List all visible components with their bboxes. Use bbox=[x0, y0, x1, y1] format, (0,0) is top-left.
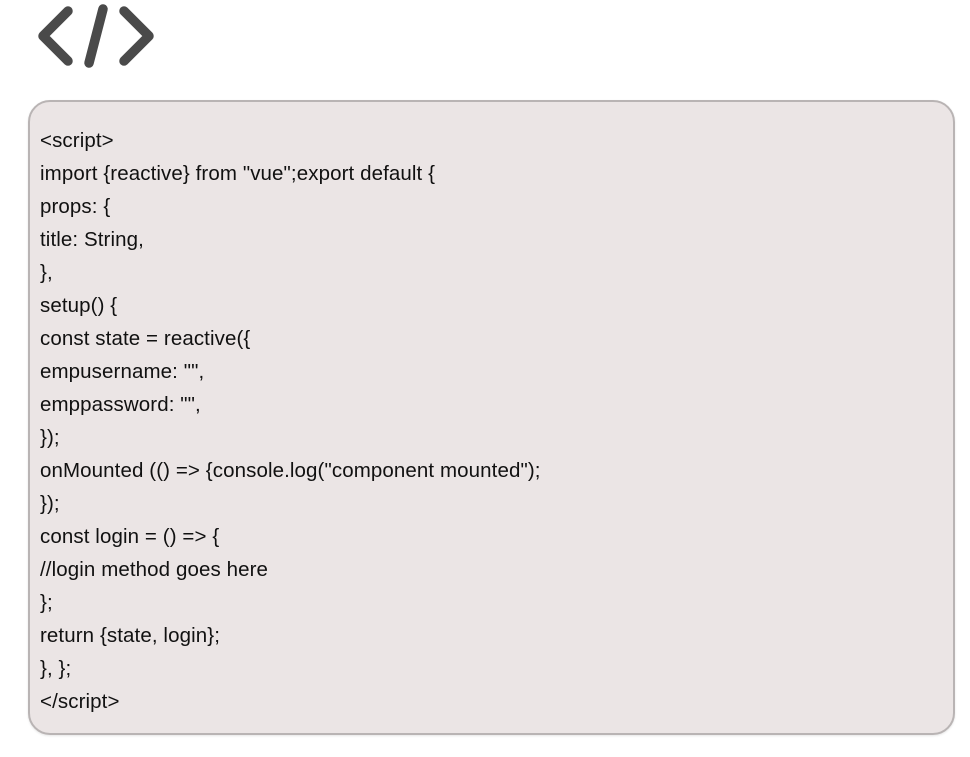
left-angle-bracket-icon bbox=[38, 6, 73, 66]
code-line: props: { bbox=[40, 195, 111, 218]
code-icon bbox=[34, 2, 158, 70]
code-line: </script> bbox=[40, 690, 120, 713]
code-line: }, }; bbox=[40, 657, 72, 680]
code-icon-glyph bbox=[38, 4, 154, 68]
code-line: setup() { bbox=[40, 294, 118, 317]
code-line: }); bbox=[40, 492, 60, 515]
code-listing: <script> import {reactive} from "vue";ex… bbox=[40, 124, 943, 718]
code-line: emppassword: "", bbox=[40, 393, 201, 416]
slash-icon bbox=[84, 4, 108, 68]
code-line: onMounted (() => {console.log("component… bbox=[40, 459, 541, 482]
code-line: import {reactive} from "vue";export defa… bbox=[40, 162, 436, 185]
code-line: }; bbox=[40, 591, 53, 614]
code-line: }, bbox=[40, 261, 53, 284]
code-line: return {state, login}; bbox=[40, 624, 220, 647]
right-angle-bracket-icon bbox=[119, 6, 154, 66]
code-line: }); bbox=[40, 426, 60, 449]
code-line: const login = () => { bbox=[40, 525, 220, 548]
code-line: <script> bbox=[40, 129, 114, 152]
code-line: title: String, bbox=[40, 228, 144, 251]
code-line: empusername: "", bbox=[40, 360, 205, 383]
code-snippet-panel: <script> import {reactive} from "vue";ex… bbox=[28, 100, 955, 735]
code-line: const state = reactive({ bbox=[40, 327, 251, 350]
code-line: //login method goes here bbox=[40, 558, 269, 581]
